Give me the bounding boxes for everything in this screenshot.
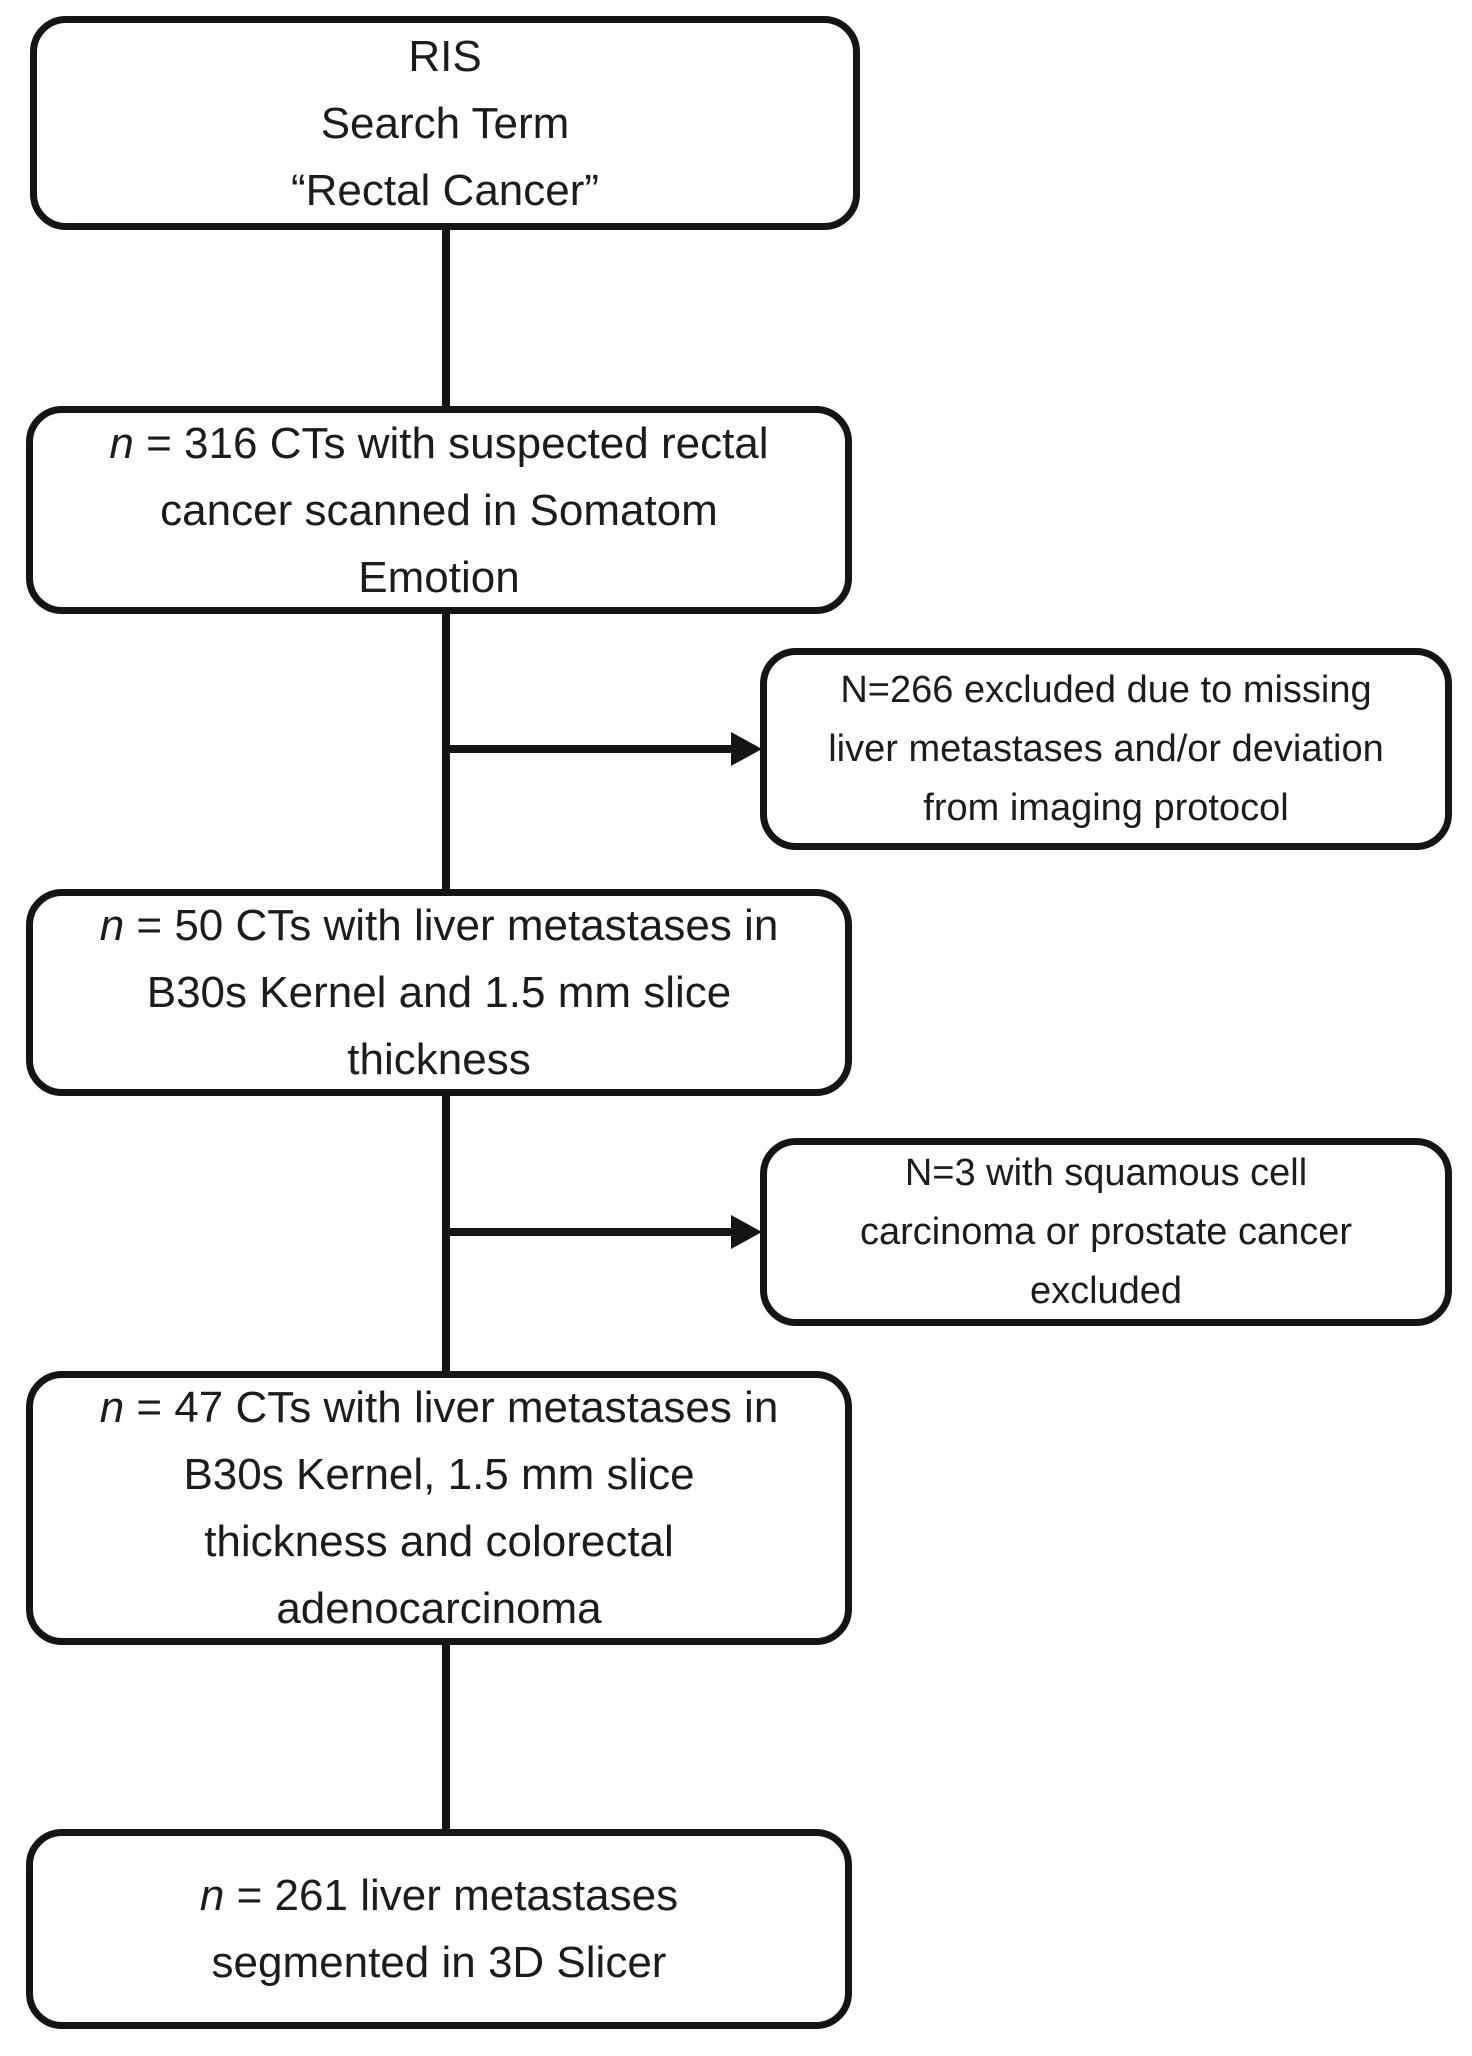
- box-text-line: B30s Kernel and 1.5 mm slice: [146, 968, 732, 1017]
- box-text-line: excluded: [1029, 1269, 1183, 1312]
- box-text-line: Search Term: [320, 98, 570, 148]
- exclusion-box-n266: N=266 excluded due to missing liver metas…: [760, 648, 1452, 850]
- connector-ris-to-n316: [442, 226, 450, 410]
- flow-box-n316-suspected-rectal-cancer: n = 316 CTs with suspected rectal cancer …: [26, 406, 852, 614]
- box-text-line: Emotion: [358, 552, 520, 602]
- box-text-line: cancer scanned in Somatom: [160, 485, 718, 535]
- box-text-line: B30s Kernel, 1.5 mm slice: [183, 1450, 695, 1499]
- flow-box-n261-segmented-metastases: n = 261 liver metastases segmented in 3D …: [26, 1829, 852, 2029]
- exclusion-arrow-1-shaft: [446, 745, 736, 753]
- box-text-line: N=266 excluded due to missing: [840, 668, 1372, 711]
- box-text-line: N=3 with squamous cell: [904, 1151, 1308, 1194]
- box-text-line: n = 47 CTs with liver metastases in: [99, 1383, 779, 1432]
- box-text-line: thickness: [347, 1035, 531, 1084]
- flow-box-n47-colorectal-adenocarcinoma: n = 47 CTs with liver metastases in B30s …: [26, 1371, 852, 1645]
- box-text-line: n = 50 CTs with liver metastases in: [99, 901, 779, 950]
- exclusion-arrow-2-arrowhead-icon: [731, 1215, 762, 1249]
- box-text-line: segmented in 3D Slicer: [211, 1938, 667, 1987]
- box-text-line: n = 316 CTs with suspected rectal: [109, 418, 769, 468]
- box-text-line: RIS: [408, 31, 482, 81]
- exclusion-arrow-2-shaft: [446, 1228, 736, 1236]
- exclusion-box-n3: N=3 with squamous cell carcinoma or prost…: [760, 1138, 1452, 1326]
- exclusion-arrow-1-arrowhead-icon: [731, 732, 762, 766]
- box-text-line: carcinoma or prostate cancer: [859, 1210, 1353, 1253]
- flow-box-ris-search-term: RIS Search Term “Rectal Cancer”: [30, 16, 860, 230]
- connector-n47-to-n261: [442, 1641, 450, 1833]
- box-text-line: liver metastases and/or deviation: [828, 727, 1384, 770]
- box-text-line: from imaging protocol: [923, 786, 1289, 829]
- box-text-line: n = 261 liver metastases: [199, 1871, 679, 1920]
- box-text-line: thickness and colorectal: [204, 1517, 674, 1566]
- box-text-line: adenocarcinoma: [276, 1584, 602, 1633]
- box-text-line: “Rectal Cancer”: [290, 165, 600, 215]
- flow-box-n50-liver-metastases: n = 50 CTs with liver metastases in B30s …: [26, 889, 852, 1096]
